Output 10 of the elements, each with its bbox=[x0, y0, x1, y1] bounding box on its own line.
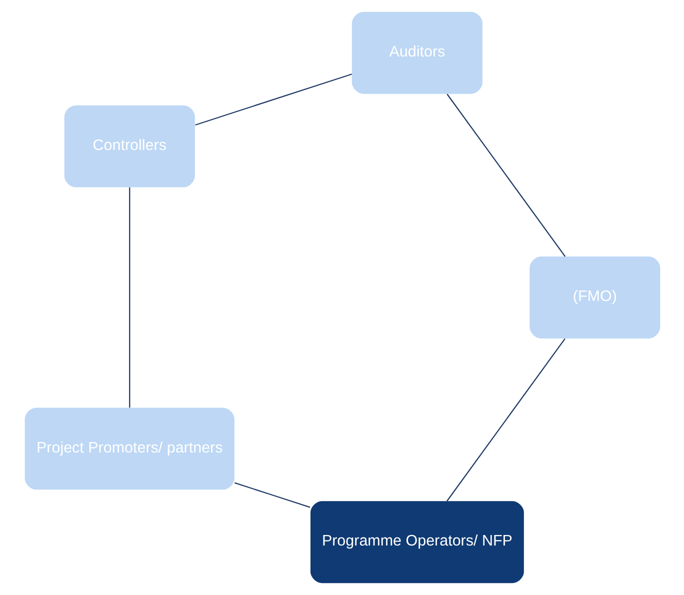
connector bbox=[234, 482, 310, 508]
node-box: Programme Operators/ NFP bbox=[310, 501, 524, 584]
connector bbox=[194, 74, 352, 126]
connector bbox=[446, 338, 565, 502]
node-box: Auditors bbox=[351, 12, 482, 94]
node-box: Controllers bbox=[64, 105, 194, 188]
connector bbox=[128, 187, 130, 408]
node-box: Project Promoters/ partners bbox=[24, 408, 234, 490]
node-box: (FMO) bbox=[529, 256, 660, 338]
connector bbox=[446, 94, 566, 257]
